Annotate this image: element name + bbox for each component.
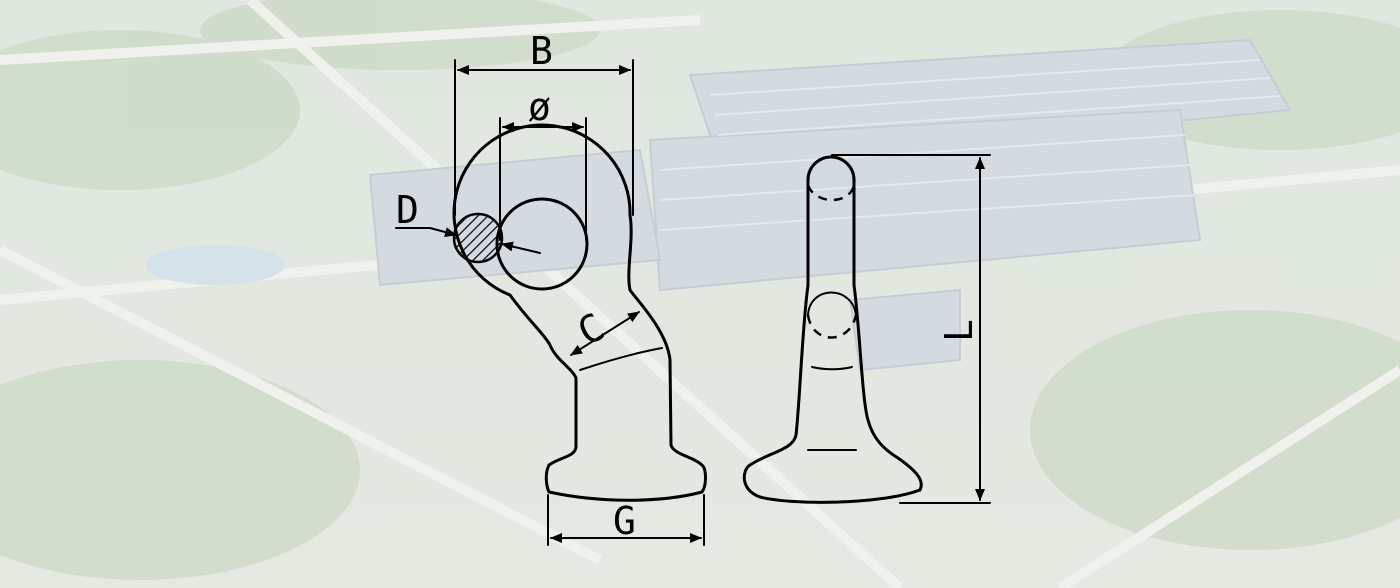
label-B: B	[530, 29, 553, 73]
label-D: D	[396, 188, 419, 232]
label-C: C	[571, 305, 612, 355]
front-view-outline	[452, 123, 707, 502]
hatched-section	[452, 212, 504, 264]
dimension-B	[454, 59, 634, 216]
dimension-G	[547, 494, 705, 546]
label-G: G	[613, 499, 636, 543]
label-phi: ø	[528, 85, 551, 129]
dimension-phi	[499, 117, 587, 241]
side-view	[742, 155, 923, 504]
side-view-outline	[742, 155, 923, 504]
label-L: L	[937, 319, 981, 342]
front-view	[452, 123, 707, 502]
dimension-L	[831, 154, 991, 504]
eye-hole	[495, 197, 589, 291]
dimension-C	[570, 311, 640, 356]
dimension-D	[395, 227, 541, 254]
